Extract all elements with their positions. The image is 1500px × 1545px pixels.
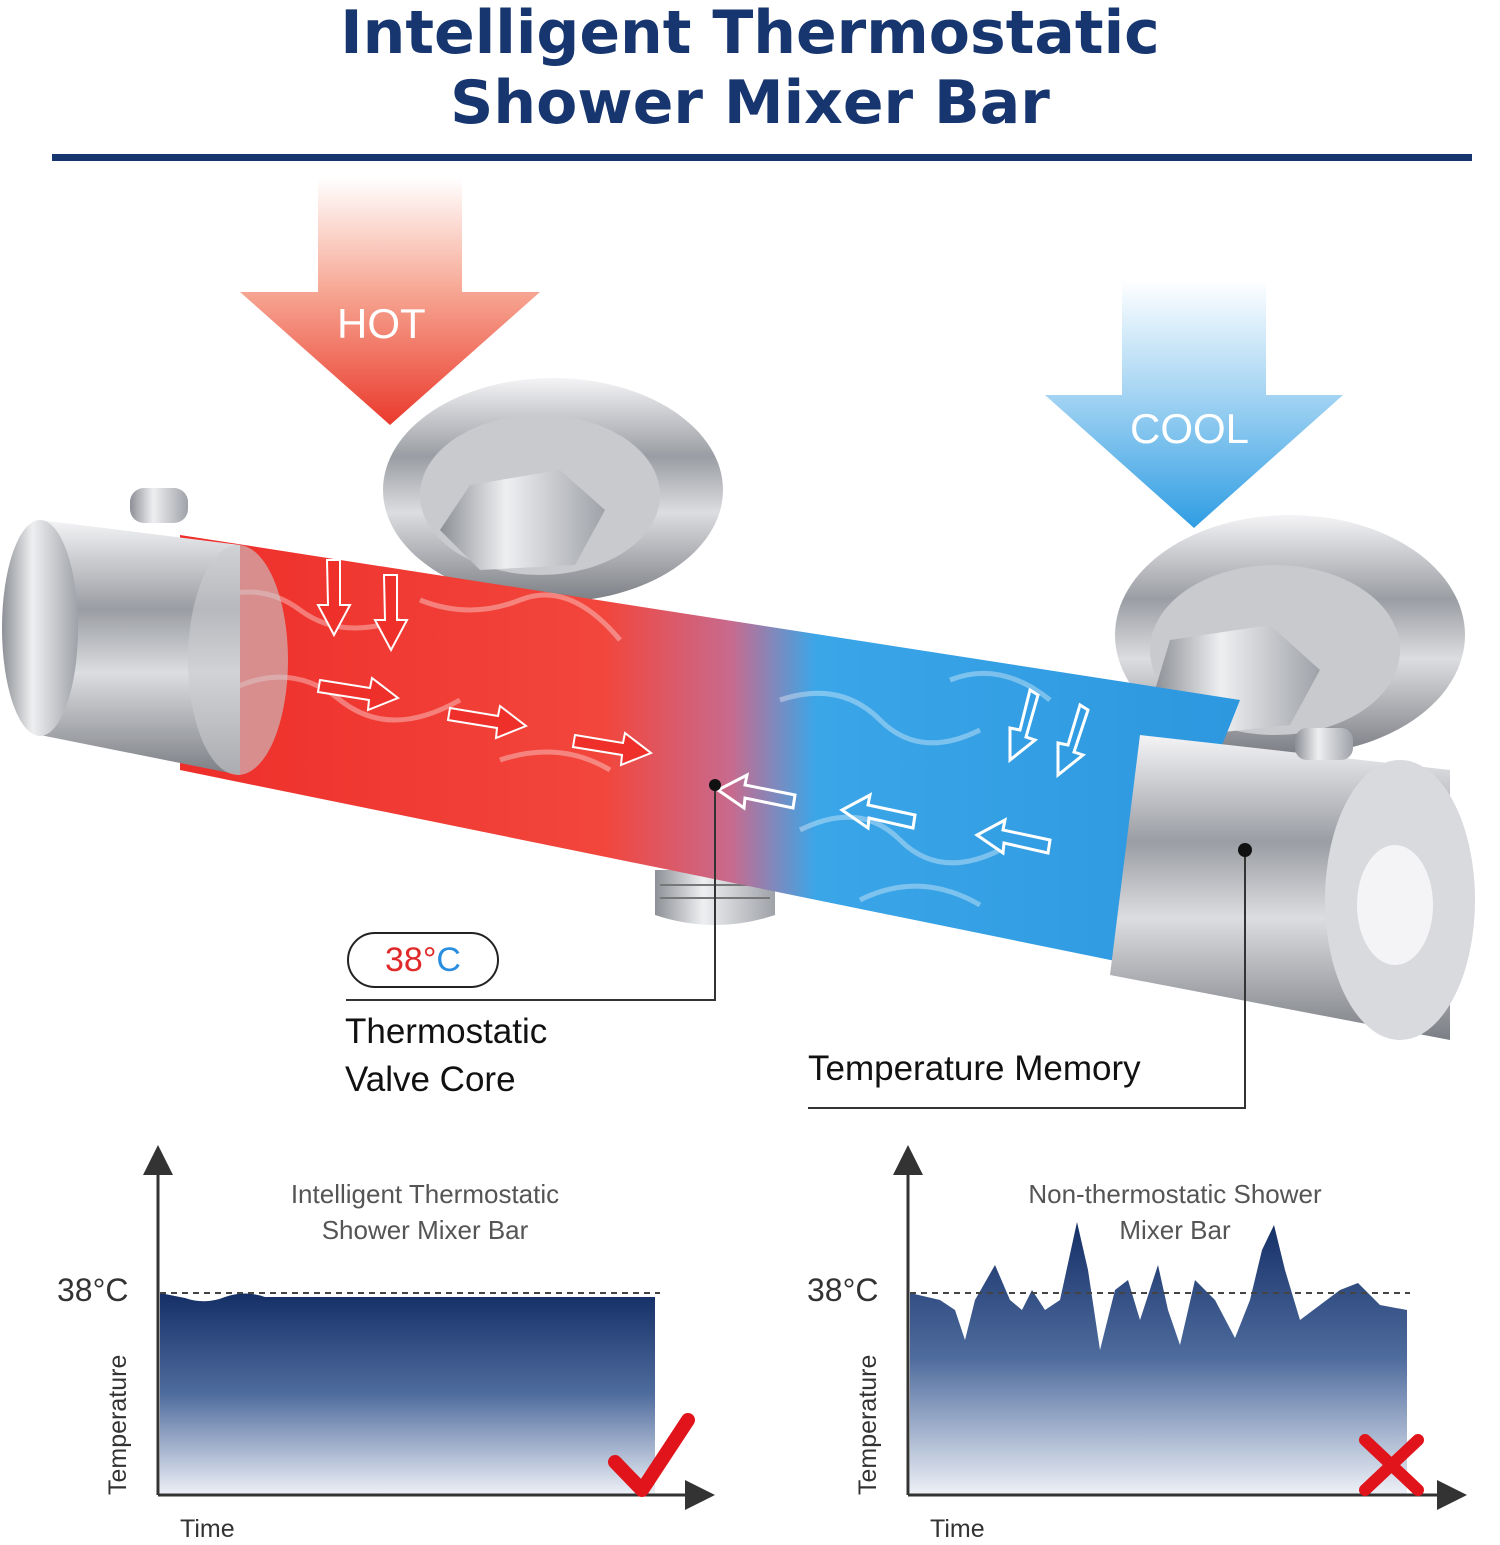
chart-non-thermostatic	[893, 1145, 1467, 1510]
cross-mark-icon	[1359, 1434, 1424, 1496]
hot-wall-mount	[383, 378, 723, 602]
temperature-memory-label: Temperature Memory	[808, 1049, 1141, 1088]
right-temperature-memory-knob	[1110, 728, 1475, 1040]
left-temperature-knob	[2, 488, 288, 775]
chart1-xlabel: Time	[180, 1515, 235, 1543]
page-title-line1: Intelligent Thermostatic	[340, 0, 1160, 68]
chart2-title: Non-thermostatic Shower Mixer Bar	[950, 1176, 1400, 1248]
hot-flow-arrows	[316, 559, 654, 767]
cool-label: COOL	[1130, 405, 1250, 452]
chart1-temperature-area	[160, 1293, 655, 1495]
valve-core-line1: Thermostatic	[345, 1012, 548, 1051]
temperature-badge: 38°C	[347, 932, 499, 988]
chart1-ylabel: Temperature	[104, 1354, 132, 1495]
valve-core-marker	[709, 779, 721, 791]
chart1-ref-label: 38°C	[57, 1272, 129, 1308]
valve-core-line2: Valve Core	[345, 1060, 516, 1099]
chart2-title-line2: Mixer Bar	[1119, 1215, 1231, 1245]
chart-thermostatic	[143, 1145, 715, 1510]
chart2-xlabel: Time	[930, 1515, 985, 1543]
badge-temp-unit: C	[436, 941, 461, 979]
chart2-ylabel: Temperature	[854, 1354, 882, 1495]
callout-lines	[346, 785, 1246, 1109]
hot-arrow-icon	[240, 178, 540, 425]
memory-marker	[1238, 843, 1252, 857]
cool-arrow-icon	[1045, 280, 1343, 528]
chart1-title-line2: Shower Mixer Bar	[321, 1215, 529, 1245]
chart2-ref-label: 38°C	[807, 1272, 879, 1308]
hot-label: HOT	[337, 300, 426, 347]
valve-core-label: Thermostatic Valve Core	[345, 1008, 547, 1104]
badge-temp-number: 38°	[385, 941, 437, 979]
chart1-title: Intelligent Thermostatic Shower Mixer Ba…	[200, 1176, 650, 1248]
chart1-title-line1: Intelligent Thermostatic	[290, 1179, 560, 1209]
cool-flow-arrows	[715, 687, 1090, 856]
title-divider	[52, 154, 1472, 161]
chart2-temperature-area	[910, 1222, 1407, 1495]
chart2-title-line1: Non-thermostatic Shower	[1028, 1179, 1322, 1209]
check-mark-icon	[608, 1413, 695, 1497]
page-title-line2: Shower Mixer Bar	[450, 68, 1050, 138]
mixer-pipe	[180, 535, 1240, 965]
